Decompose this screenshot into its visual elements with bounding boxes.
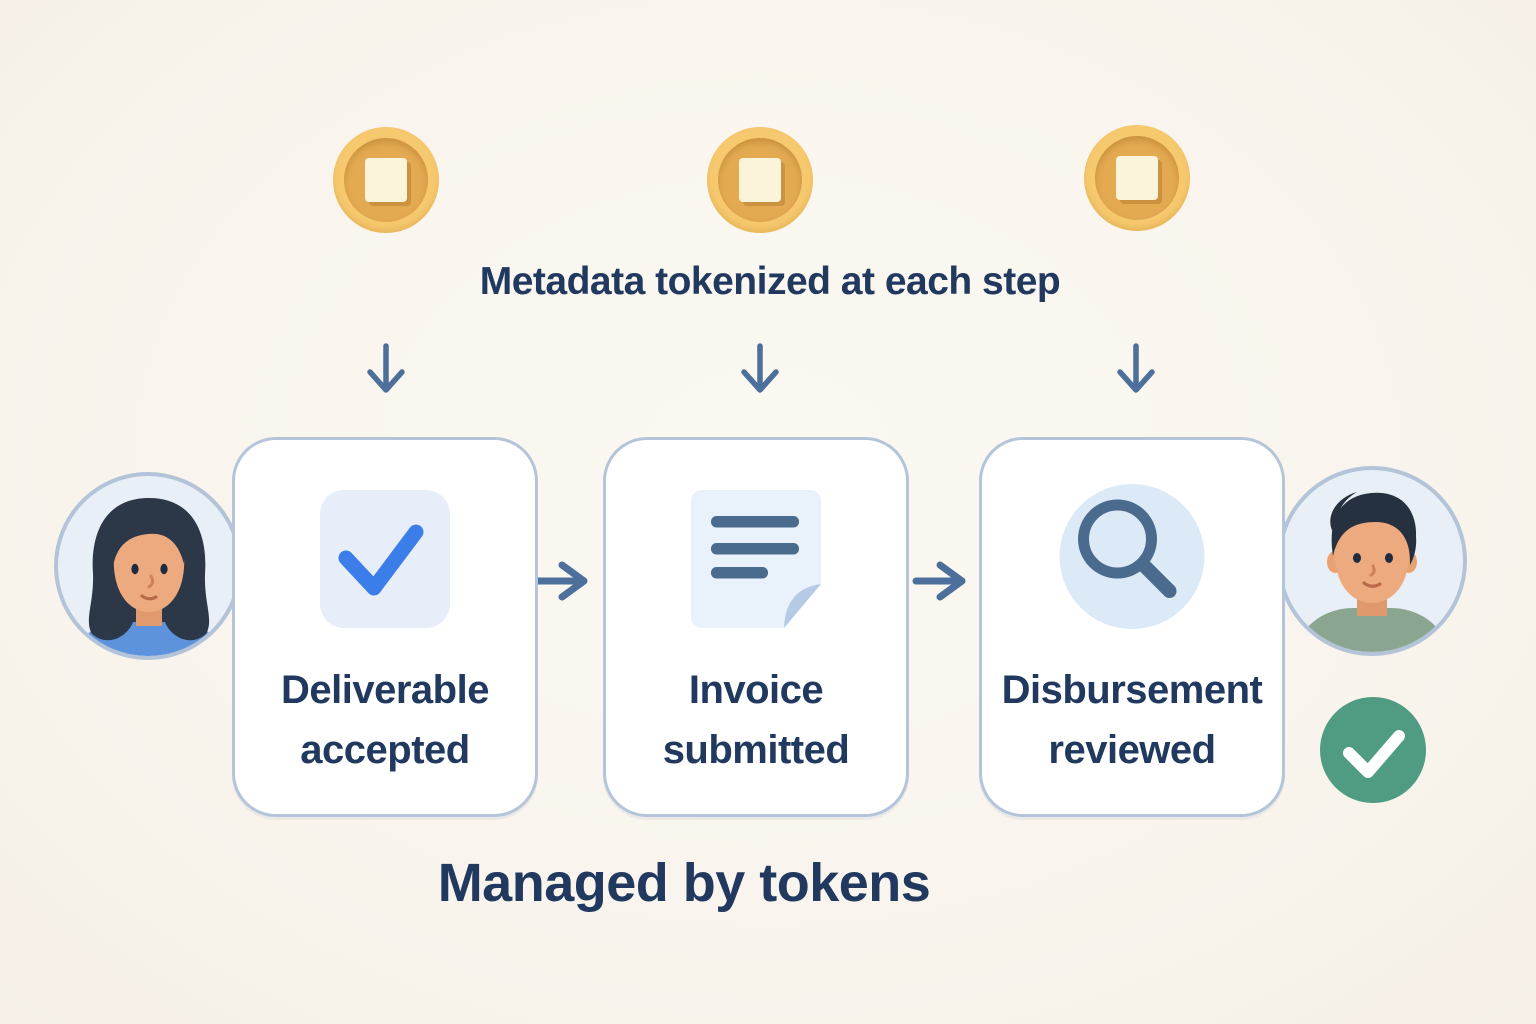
document-icon	[689, 488, 823, 635]
step-card-deliverable-accepted: Deliverable accepted	[232, 437, 538, 817]
down-arrow-icon	[741, 343, 779, 393]
check-icon	[320, 490, 450, 628]
right-arrow-icon	[534, 561, 588, 601]
coin-center-square	[365, 158, 407, 202]
step-label: Deliverable accepted	[281, 668, 489, 772]
woman-illustration	[76, 498, 222, 656]
token-coin-icon	[1084, 125, 1190, 231]
man-avatar	[1277, 466, 1467, 656]
diagram-title: Metadata tokenized at each step	[479, 260, 1061, 303]
token-coin-icon	[707, 127, 813, 233]
right-arrow-icon	[912, 561, 966, 601]
check-circle-icon	[1320, 697, 1426, 803]
down-arrow-icon	[1117, 343, 1155, 393]
down-arrow-icon	[367, 343, 405, 393]
step-card-disbursement-reviewed: Disbursement reviewed	[979, 437, 1285, 817]
step-card-invoice-submitted: Invoice submitted	[603, 437, 909, 817]
woman-avatar	[54, 472, 242, 660]
coin-center-square	[1116, 156, 1158, 200]
token-coin-icon	[333, 127, 439, 233]
search-icon	[1059, 484, 1205, 629]
man-illustration	[1294, 492, 1450, 652]
step-label: Disbursement reviewed	[1001, 668, 1263, 772]
step-label: Invoice submitted	[662, 668, 850, 772]
coin-center-square	[739, 158, 781, 202]
diagram-caption: Managed by tokens	[437, 853, 931, 913]
